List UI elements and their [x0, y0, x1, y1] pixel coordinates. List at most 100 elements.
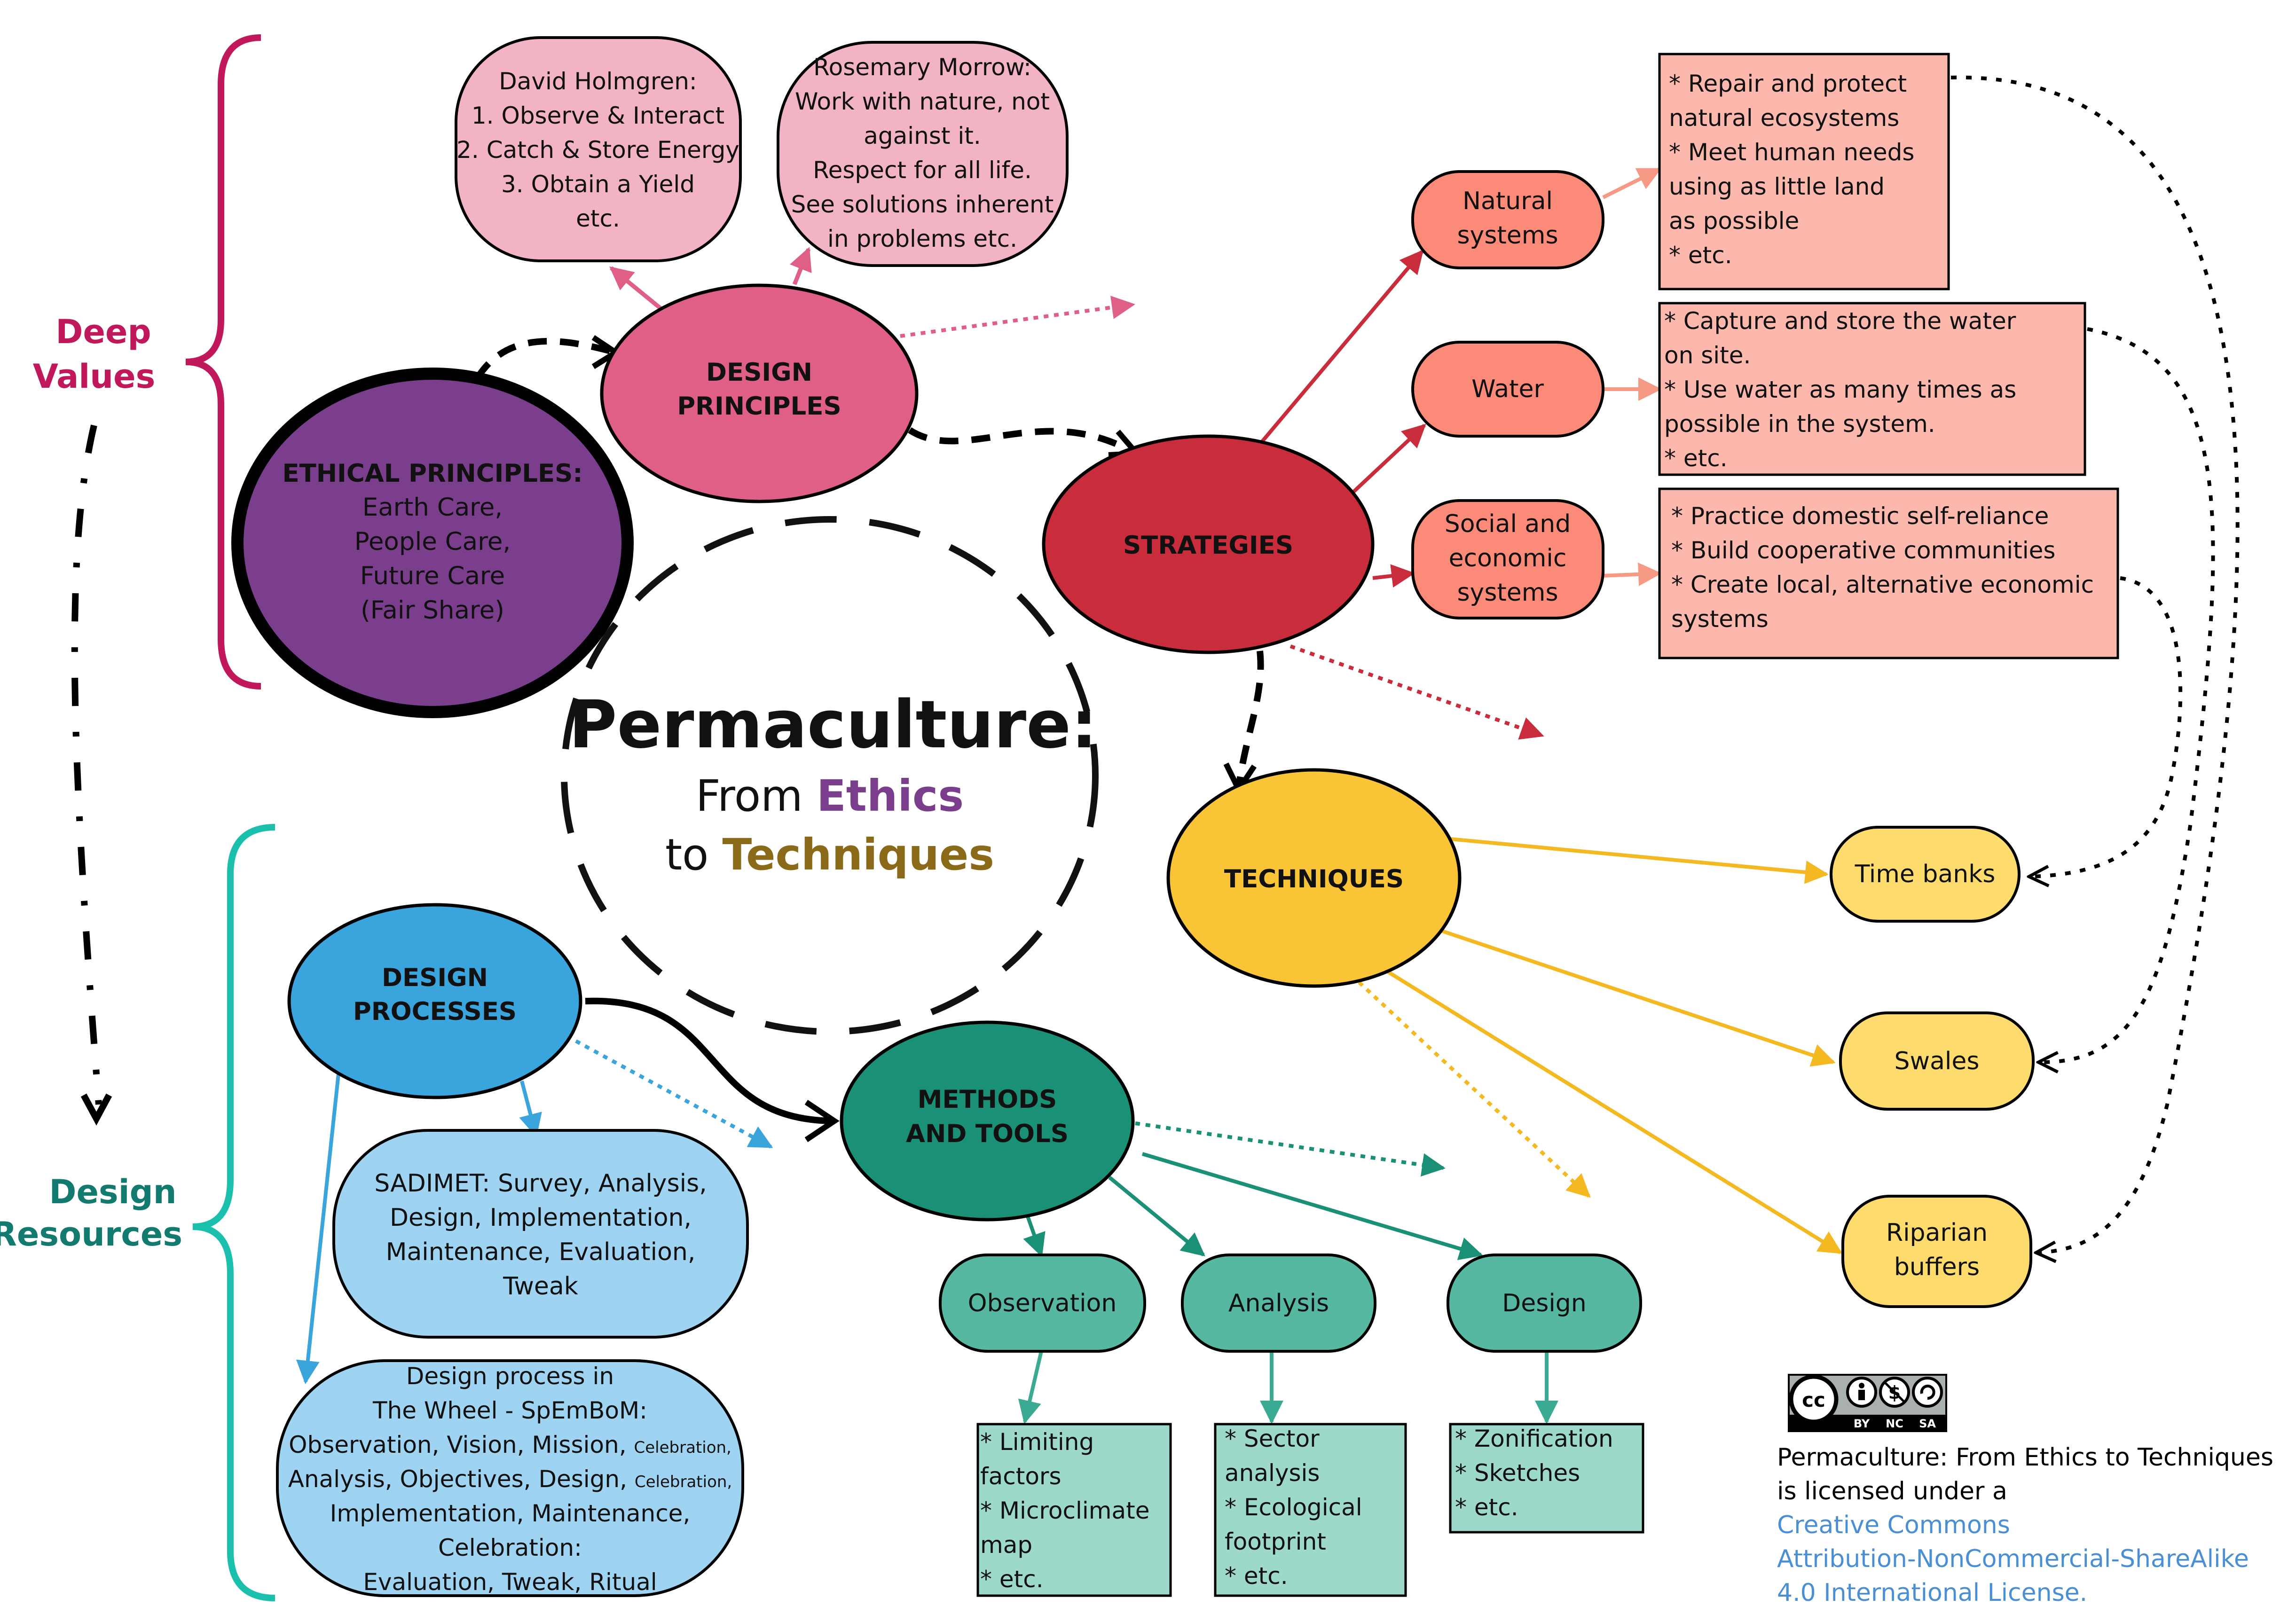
license-link[interactable]: Attribution-NonCommercial-ShareAlike — [1777, 1545, 2249, 1573]
techniques-to-swales-arrow — [1433, 926, 1836, 1067]
analysis-box-line: * etc. — [1225, 1562, 1288, 1590]
social-box-line: * Build cooperative communities — [1671, 537, 2055, 564]
natural-systems-box: * Repair and protect natural ecosystems … — [1658, 53, 1950, 290]
sadimet-line: Maintenance, Evaluation, — [386, 1238, 696, 1266]
wheel-line: Evaluation, Tweak, Ritual — [363, 1568, 657, 1596]
processes-to-wheel-arrow — [296, 1073, 340, 1384]
social-economic-label: systems — [1457, 579, 1558, 607]
cc-icon — [1789, 1374, 1839, 1424]
design-resources-bracket — [192, 824, 275, 1601]
strategies-to-natural-arrow — [1258, 250, 1424, 446]
natural-to-box-arrow — [1602, 167, 1662, 199]
analysis-box-line: analysis — [1225, 1459, 1320, 1487]
noncommercial-icon-slash — [1884, 1382, 1905, 1403]
sadimet-line: Design, Implementation, — [390, 1204, 692, 1232]
design-resources-label-2: Resources — [0, 1215, 182, 1254]
observation-box-line: * etc. — [980, 1566, 1044, 1593]
natural-systems-label: Natural — [1463, 187, 1553, 215]
license-link[interactable]: Creative Commons — [1777, 1511, 2010, 1539]
water-box-line: * Capture and store the water — [1664, 307, 2016, 335]
design-box-line: * Sketches — [1455, 1459, 1580, 1487]
design-label: Design — [1502, 1289, 1587, 1317]
ethical-principles-line: (Fair Share) — [361, 596, 504, 625]
title-techniques-word: Techniques — [723, 830, 995, 880]
ethics-to-principles-arrow — [474, 338, 617, 380]
design-principles-node: DESIGN PRINCIPLES — [600, 283, 919, 503]
water-box-line: on site. — [1664, 342, 1751, 369]
methods-tools-label: METHODS — [918, 1085, 1057, 1114]
license-link[interactable]: 4.0 International License. — [1777, 1579, 2088, 1607]
strategies-to-social-arrow — [1372, 564, 1415, 588]
swales-label: Swales — [1895, 1047, 1980, 1075]
wheel-line: Observation, Vision, Mission, Celebratio… — [289, 1431, 731, 1458]
water-box: * Capture and store the water on site. *… — [1658, 302, 2086, 476]
morrow-line: in problems etc. — [827, 225, 1017, 252]
design-box: * Zonification * Sketches * etc. — [1449, 1423, 1644, 1534]
natural-systems-node: Natural systems — [1411, 170, 1604, 269]
analysis-box-line: * Sector — [1225, 1425, 1320, 1452]
ethical-principles-line: Earth Care, — [362, 493, 503, 522]
design-processes-node: DESIGN PROCESSES — [287, 903, 582, 1099]
methods-to-design-arrow — [1141, 1152, 1483, 1261]
methods-dotted-arrow — [1135, 1121, 1446, 1177]
strategies-label: STRATEGIES — [1123, 531, 1293, 560]
social-economic-label: Social and — [1445, 510, 1571, 538]
analysis-box: * Sector analysis * Ecological footprint… — [1214, 1423, 1407, 1597]
riparian-buffers-node: Riparian buffers — [1841, 1195, 2032, 1308]
natural-box-line: * etc. — [1669, 242, 1732, 269]
wheel-line: Design process in — [406, 1363, 614, 1390]
title-ethics-word: Ethics — [817, 771, 964, 821]
license-line: Permaculture: From Ethics to Techniques — [1777, 1443, 2273, 1472]
techniques-dotted-arrow — [1350, 974, 1591, 1198]
holmgren-line: 3. Obtain a Yield — [501, 171, 695, 198]
strategies-dotted-arrow — [1290, 644, 1544, 740]
cc-license-badge[interactable]: cc $ BY NC SA — [1788, 1374, 1947, 1432]
design-principles-label: PRINCIPLES — [677, 392, 841, 421]
processes-to-methods-arrowhead — [804, 1100, 840, 1142]
design-principles-label: DESIGN — [706, 358, 812, 387]
morrow-node: Rosemary Morrow: Work with nature, not a… — [777, 41, 1069, 267]
principles-to-strategies-arrow — [908, 427, 1137, 457]
sharealike-icon-symbol — [1920, 1385, 1935, 1400]
wheel-node: Design process in The Wheel - SpEmBoM: O… — [276, 1359, 744, 1597]
time-banks-label: Time banks — [1855, 860, 1996, 888]
techniques-to-riparian-arrow — [1381, 966, 1843, 1254]
techniques-node: TECHNIQUES — [1166, 768, 1462, 988]
morrow-line: Rosemary Morrow: — [813, 54, 1031, 81]
wheel-line: Analysis, Objectives, Design, Celebratio… — [288, 1465, 732, 1493]
observation-label: Observation — [968, 1289, 1117, 1317]
wheel-line: Implementation, Maintenance, — [330, 1500, 691, 1527]
water-box-line: * etc. — [1664, 445, 1728, 472]
license-text: Permaculture: From Ethics to Techniques … — [1777, 1441, 2289, 1610]
page-title: Permaculture: — [569, 687, 1097, 763]
natural-box-line: as possible — [1669, 207, 1799, 235]
license-line: is licensed under a — [1777, 1477, 2007, 1505]
attribution-icon-body — [1858, 1390, 1865, 1400]
social-box-line: * Practice domestic self-reliance — [1671, 502, 2049, 530]
ethical-principles-node: ETHICAL PRINCIPLES: Earth Care, People C… — [231, 368, 634, 718]
water-box-to-swales-arrow — [2040, 327, 2215, 1062]
design-box-line: * etc. — [1455, 1494, 1518, 1521]
strategies-node: STRATEGIES — [1042, 434, 1375, 654]
design-processes-label: PROCESSES — [353, 997, 517, 1026]
sadimet-node: SADIMET: Survey, Analysis, Design, Imple… — [332, 1129, 749, 1339]
title-line-2: From Ethics — [696, 771, 964, 821]
observation-box-line: * Microclimate — [980, 1497, 1149, 1524]
time-banks-node: Time banks — [1830, 826, 2021, 923]
natural-box-line: * Meet human needs — [1669, 139, 1914, 166]
methods-tools-label: AND TOOLS — [906, 1120, 1069, 1148]
ethical-principles-line: Future Care — [360, 562, 505, 590]
design-resources-label-1: Design — [49, 1173, 176, 1211]
deep-values-label-1: Deep — [55, 313, 151, 351]
techniques-label: TECHNIQUES — [1224, 865, 1404, 893]
observation-node: Observation — [939, 1254, 1146, 1353]
natural-box-line: natural ecosystems — [1669, 104, 1899, 132]
morrow-line: See solutions inherent — [791, 191, 1054, 218]
observation-box-line: map — [980, 1531, 1032, 1559]
title-circle — [561, 516, 1099, 1035]
sadimet-line: SADIMET: Survey, Analysis, — [374, 1169, 707, 1198]
design-box-line: * Zonification — [1455, 1425, 1613, 1452]
principles-to-morrow-arrow — [790, 247, 812, 285]
swales-node: Swales — [1839, 1011, 2035, 1111]
